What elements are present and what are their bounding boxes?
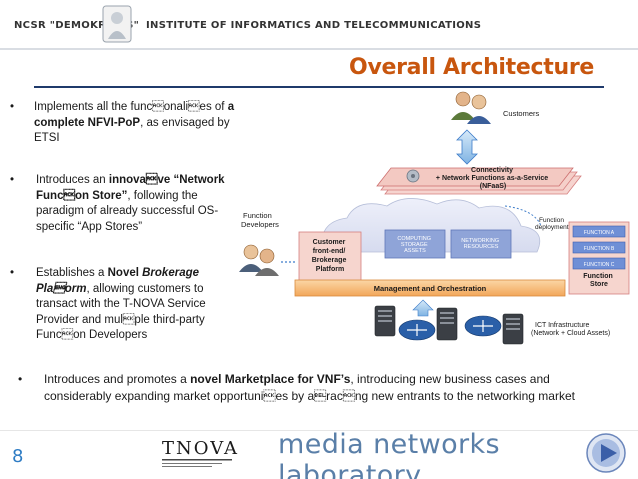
bullet-4: • Introduces and promotes a novel Market… [18,371,614,405]
bullet-2: • Introduces an innovave “Network Func… [10,173,244,235]
gear-icon [406,169,420,183]
customers-label: Customers [503,109,540,118]
bullet-3-post: , allowing customers to transact with th… [36,282,206,342]
org-right-label: INSTITUTE OF INFORMATICS AND TELECOMMUNI… [146,20,482,31]
function-b-label: FUNCTION B [584,246,615,252]
function-b-item [572,241,626,254]
bullet-4-bold: novel Marketplace for VNF’s [190,372,351,386]
bullet-2-bold: innovave “Network Funcon Store” [36,174,225,202]
bullet-1-pre: Implements all the funconalies of [34,101,228,113]
ict-infrastructure-label: ICT Infrastructure (Network + Cloud Asse… [531,322,610,337]
networking-line: RESOURCES [464,244,499,250]
org-left-label: NCSR "DEMOKRITOS" [14,20,140,31]
customers-icon [451,91,491,124]
header-rule [0,48,638,50]
infra-arrow-icon [412,299,434,317]
bullet-symbol: • [10,101,15,113]
management-orchestration-label: Management and Orchestration [374,284,487,293]
networking-resources-label: NETWORKING RESOURCES [461,238,500,250]
deployment-connector [504,205,542,227]
customer-frontend-label: Customer front-end/ Brokerage Platform [312,239,349,273]
computing-storage-box [384,229,446,259]
frontend-line: Brokerage [312,257,347,264]
tnova-logo-text: TNOVA [162,438,239,459]
lab-name: media networks laboratory [278,429,500,479]
function-store-label: Function Store [583,273,615,288]
router-icon [464,315,502,337]
function-developers-icon [239,244,279,276]
footer-rule [0,430,638,431]
bullet-3-pre: Establishes a [36,267,108,279]
vertical-arrow-icon [456,129,478,165]
func-dev-line: Developers [241,220,279,229]
frontend-line: Customer [313,239,346,246]
server-icon [436,307,458,341]
bullet-1-bold: a complete NFVI-PoP [34,101,235,129]
store-line: Function [583,273,613,280]
connectivity-line: Connectivity [471,167,513,174]
store-line: Store [590,281,608,288]
ict-line: ICT Infrastructure [535,322,589,329]
bullet-3-bold: Novel [107,267,143,279]
title-rule [34,86,604,88]
bullet-symbol: • [10,267,15,279]
function-c-item [572,257,626,270]
slide-title: Overall Architecture [349,55,594,80]
connectivity-line: + Network Functions as-a-Service [436,175,548,182]
bullet-3-bold-italic: Brokerage Plaorm [36,267,200,295]
computing-storage-label: COMPUTING STORAGE ASSETS [397,236,432,254]
server-icon [502,313,524,345]
management-orchestration-bar [294,279,566,297]
page-number: 8 [12,446,24,467]
ict-line: (Network + Cloud Assets) [531,330,610,337]
function-developers-label: Function Developers [241,211,279,229]
ncsr-logo-icon [102,5,132,43]
bullet-symbol: • [18,372,23,386]
bullet-symbol: • [10,174,15,186]
func-dev-line: Function [243,211,272,220]
function-a-label: FUNCTION A [584,230,615,236]
networking-resources-box [450,229,512,259]
bullet-1-post: , as envisaged by ETSI [34,116,230,145]
architecture-diagram: Customers Connectivity + Network Functio… [235,80,633,360]
router-icon [398,319,436,341]
computing-line: COMPUTING [397,236,431,242]
bullet-4-post: , introducing new business cases and con… [44,372,575,403]
bullet-2-pre: Introduces an [36,174,109,186]
bullet-4-pre: Introduces and promotes a [44,372,191,386]
frontend-line: front-end/ [313,248,346,255]
computing-line: ASSETS [404,248,426,254]
deploy-line: deployment [535,224,569,231]
connectivity-line: (NFaaS) [480,183,506,190]
connectivity-label: Connectivity + Network Functions as-a-Se… [436,167,550,190]
function-deployment-label: Function deployment [535,217,569,231]
computing-line: STORAGE [401,242,428,248]
bullet-2-post: , following the paradigm of already succ… [36,189,219,233]
deploy-line: Function [539,217,564,224]
bullet-3: • Establishes a Novel Brokerage Plaorm,… [10,266,234,344]
play-logo-icon [586,433,626,473]
function-a-item [572,225,626,238]
header-band: NCSR "DEMOKRITOS" INSTITUTE OF INFORMATI… [0,0,638,56]
nfaas-layers [376,167,582,195]
tnova-logo: TNOVA [162,438,239,467]
function-c-label: FUNCTION C [584,262,615,268]
networking-line: NETWORKING [461,238,499,244]
architecture-diagram-svg: Customers Connectivity + Network Functio… [239,91,630,345]
function-store-items: FUNCTION A FUNCTION B FUNCTION C [572,225,626,270]
bullet-1: • Implements all the funconalies of a … [10,100,244,147]
frontend-line: Platform [316,266,344,273]
server-icon [374,305,396,337]
